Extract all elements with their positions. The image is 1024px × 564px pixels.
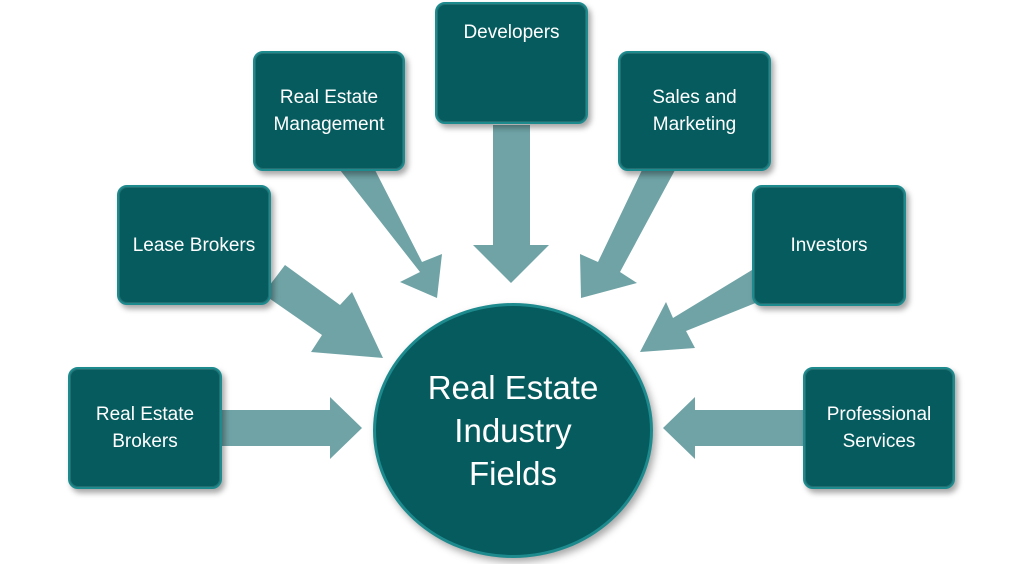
field-box-sales-and-marketing: Sales and Marketing	[618, 51, 771, 171]
field-box-real-estate-management: Real Estate Management	[253, 51, 405, 171]
center-circle: Real Estate Industry Fields	[373, 303, 653, 558]
arrow-from-developers	[473, 125, 549, 283]
arrow-from-real-estate-brokers	[222, 397, 362, 459]
field-label: Sales and Marketing	[652, 87, 737, 135]
field-label: Investors	[790, 235, 868, 256]
arrow-from-investors	[640, 270, 763, 352]
field-box-real-estate-brokers: Real Estate Brokers	[68, 367, 222, 489]
field-box-developers: Developers	[435, 2, 588, 124]
field-label: Lease Brokers	[132, 234, 256, 256]
field-label: Real Estate Management	[273, 87, 385, 135]
field-box-professional-services: Professional Services	[803, 367, 955, 489]
arrow-from-lease-brokers	[263, 265, 383, 358]
field-box-investors: Investors	[752, 185, 906, 306]
center-label: Real Estate Industry Fields	[427, 369, 599, 492]
field-box-lease-brokers: Lease Brokers	[117, 185, 271, 305]
field-label: Developers	[463, 21, 560, 43]
arrow-from-real-estate-management	[340, 170, 442, 298]
arrow-from-professional-services	[663, 397, 803, 459]
arrow-from-sales-and-marketing	[580, 170, 675, 298]
field-label: Real Estate Brokers	[95, 404, 195, 452]
field-label: Professional Services	[826, 404, 932, 452]
